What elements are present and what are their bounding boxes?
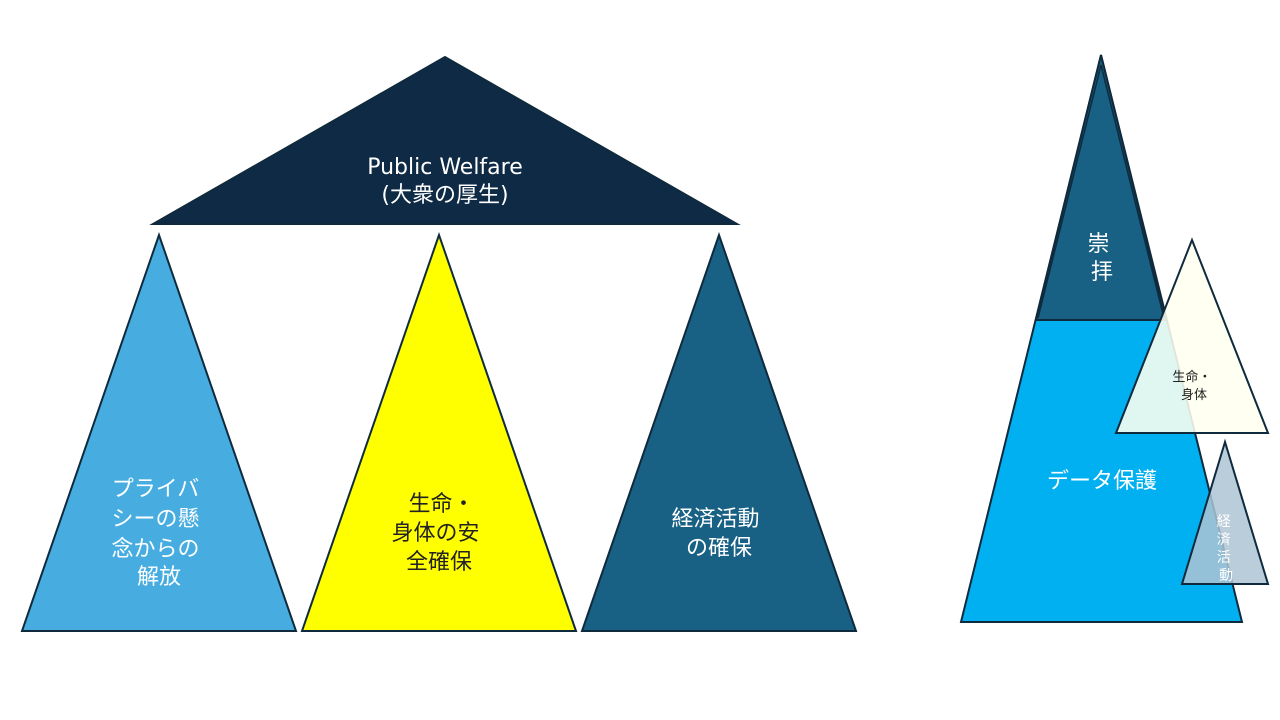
economy-small-triangle <box>1180 438 1270 585</box>
economy-small-label: 経 済 活 動 <box>1217 514 1235 584</box>
roof-label-line2: (大衆の厚生) <box>381 183 508 208</box>
pillar-economy-label: 経済活動 の確保 <box>671 507 766 561</box>
life-body-triangle <box>1114 237 1270 434</box>
worship-triangle <box>1034 54 1168 321</box>
pillar-safety-label: 生命・ 身体の安 全確保 <box>391 492 486 575</box>
life-body-label: 生命・ 身体 <box>1172 369 1215 403</box>
worship-inner-outline <box>1037 64 1165 319</box>
pillar-privacy <box>20 231 298 632</box>
roof-label-line1: Public Welfare <box>367 155 523 180</box>
roof-triangle <box>149 55 741 225</box>
pillar-safety <box>300 231 578 632</box>
pillar-economy <box>580 231 858 632</box>
worship-label: 崇 拝 <box>1087 232 1116 285</box>
pillar-privacy-label: プライバ シーの懸 念からの 解放 <box>111 477 206 590</box>
data-protection-label: データ保護 <box>1047 469 1157 494</box>
